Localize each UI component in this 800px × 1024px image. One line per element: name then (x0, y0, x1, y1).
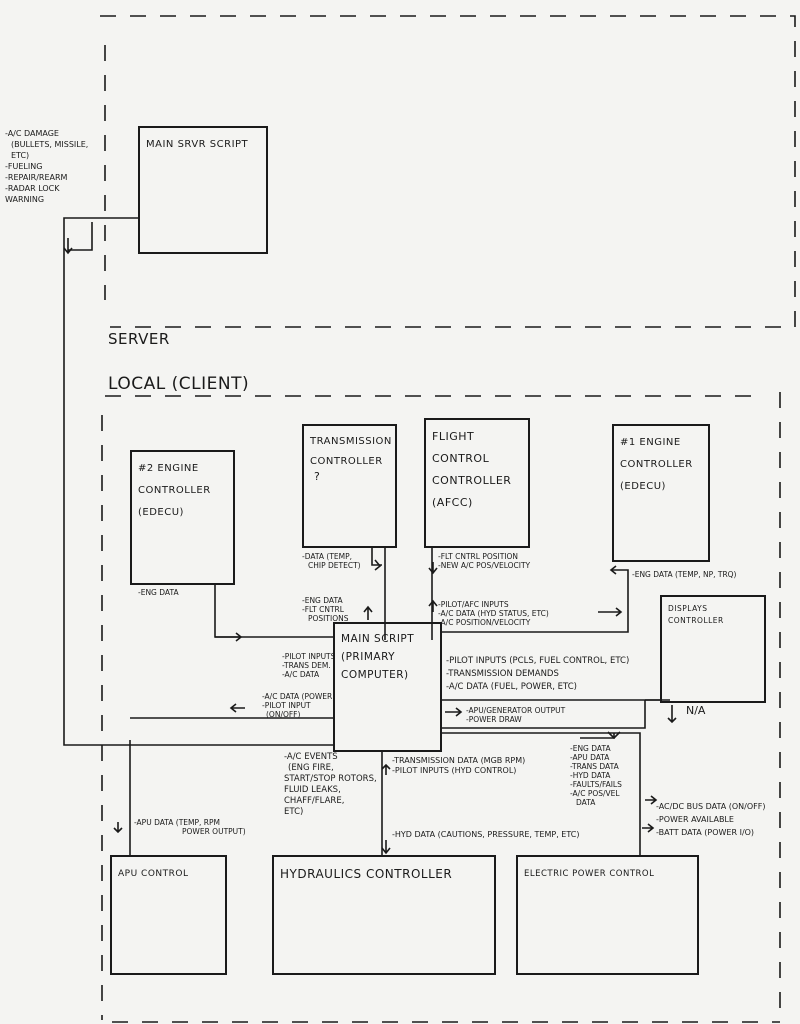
engine1-controller-box: #1 ENGINE CONTROLLER (EDECU) (612, 424, 710, 562)
electric-power-control-label: ELECTRIC POWER CONTROL (524, 869, 655, 879)
server-region-label: SERVER (108, 330, 170, 348)
flight-control-controller-box: FLIGHT CONTROL CONTROLLER (AFCC) (424, 418, 530, 548)
server-events-note: -A/C DAMAGE(BULLETS, MISSILE,ETC)-FUELIN… (5, 129, 89, 204)
electric-output-note: -AC/DC BUS DATA (ON/OFF)-POWER AVAILABLE… (656, 802, 766, 837)
local-region-label: LOCAL (CLIENT) (108, 374, 250, 394)
main-right-note: -PILOT INPUTS (PCLS, FUEL CONTROL, ETC)-… (446, 656, 630, 692)
transmission-controller-box: TRANSMISSION CONTROLLER ? (302, 424, 397, 548)
apu-generator-note: -APU/GENERATOR OUTPUT-POWER DRAW (466, 706, 566, 724)
hydraulics-controller-label: HYDRAULICS CONTROLLER (280, 867, 453, 881)
electric-input-note: -ENG DATA-APU DATA-TRANS DATA-HYD DATA-F… (570, 744, 622, 807)
displays-controller-box: DISPLAYS CONTROLLER (660, 595, 766, 703)
engine1-controller-label: #1 ENGINE CONTROLLER (EDECU) (620, 437, 693, 492)
apu-link-note: -A/C DATA (POWER)-PILOT INPUT(ON/OFF) (262, 692, 336, 719)
engine2-controller-label: #2 ENGINE CONTROLLER (EDECU) (138, 463, 211, 518)
hydraulics-input-note: -TRANSMISSION DATA (MGB RPM)-PILOT INPUT… (392, 756, 526, 775)
transmission-question-mark: ? (314, 470, 320, 483)
server-boundary (100, 15, 796, 328)
main-script-label: MAIN SCRIPT (PRIMARY COMPUTER) (341, 633, 415, 681)
main-srvr-script-label: MAIN SRVR SCRIPT (146, 139, 249, 150)
flight-output-note: -FLT CNTRL POSITION-NEW A/C POS/VELOCITY (438, 552, 531, 570)
ac-events-note: -A/C EVENTS(ENG FIRE,START/STOP ROTORS,F… (284, 752, 377, 817)
transmission-output-note: -DATA (TEMP,CHIP DETECT) (302, 552, 361, 570)
flight-control-controller-label: FLIGHT CONTROL CONTROLLER (AFCC) (432, 430, 512, 509)
electric-power-control-box: ELECTRIC POWER CONTROL (516, 855, 699, 975)
hydraulics-output-note: -HYD DATA (CAUTIONS, PRESSURE, TEMP, ETC… (392, 830, 580, 839)
main-srvr-script-box: MAIN SRVR SCRIPT (138, 126, 268, 254)
main-script-box: MAIN SCRIPT (PRIMARY COMPUTER) (333, 622, 442, 752)
apu-control-label: APU CONTROL (118, 869, 189, 879)
engine2-controller-box: #2 ENGINE CONTROLLER (EDECU) (130, 450, 235, 585)
engine2-output-note: -ENG DATA (138, 588, 179, 597)
flight-input-note: -PILOT/AFC INPUTS-A/C DATA (HYD STATUS, … (438, 600, 549, 627)
engine1-output-note: -ENG DATA (TEMP, NP, TRQ) (632, 570, 737, 579)
displays-na-note: N/A (686, 704, 706, 717)
hydraulics-controller-box: HYDRAULICS CONTROLLER (272, 855, 496, 975)
displays-controller-label: DISPLAYS CONTROLLER (668, 604, 724, 625)
engine2-input-note: -PILOT INPUTS-TRANS DEM.-A/C DATA (282, 652, 336, 679)
transmission-controller-label: TRANSMISSION CONTROLLER (310, 436, 392, 467)
apu-control-box: APU CONTROL (110, 855, 227, 975)
